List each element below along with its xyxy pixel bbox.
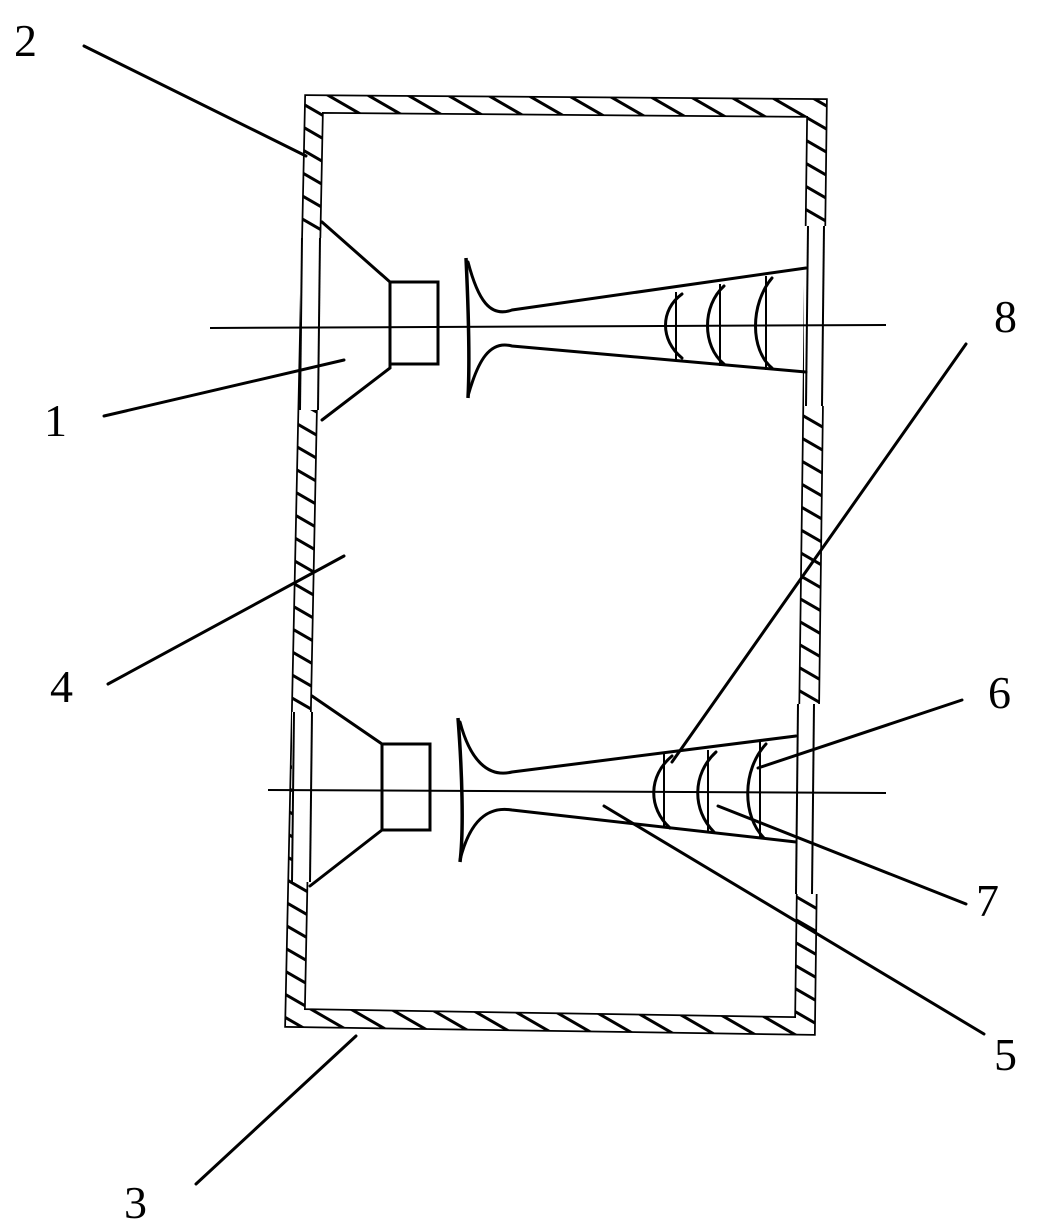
leader-7 [716,804,968,906]
lower-horn-flange [456,717,464,863]
left-wall-opening-lower [292,712,318,882]
left-wall-opening-upper [300,238,326,410]
label-6: 6 [988,667,1011,718]
leader-8 [670,342,968,764]
leader-4 [106,554,346,686]
label-3: 3 [124,1177,147,1228]
leader-5 [602,804,986,1036]
upper-axis-line [209,324,887,329]
upper-horn-body [466,260,808,398]
lower-assembly [267,694,887,888]
lower-speaker-magnet [380,742,432,832]
lower-horn-body [458,720,798,862]
housing [284,94,828,1036]
label-1: 1 [44,395,67,446]
upper-assembly [209,220,887,422]
leader-lines [82,44,986,1186]
right-wall-opening-lower [796,704,820,894]
housing-outer-wall [284,94,828,1036]
leader-2 [82,44,308,158]
label-2: 2 [14,15,37,66]
upper-horn-flange [464,257,471,399]
lower-axis-line [267,789,887,794]
label-7: 7 [976,875,999,926]
leader-1 [102,358,346,418]
upper-lens-2 [706,284,726,366]
leader-3 [194,1034,358,1186]
callout-labels: 2 1 4 3 8 6 7 5 [14,15,1017,1228]
label-8: 8 [994,291,1017,342]
upper-lens-3 [754,276,774,370]
leader-6 [756,698,964,770]
upper-speaker-magnet [388,280,440,366]
upper-speaker-cone [320,220,392,422]
label-4: 4 [50,661,73,712]
label-5: 5 [994,1029,1017,1080]
housing-hatch [286,96,826,1034]
